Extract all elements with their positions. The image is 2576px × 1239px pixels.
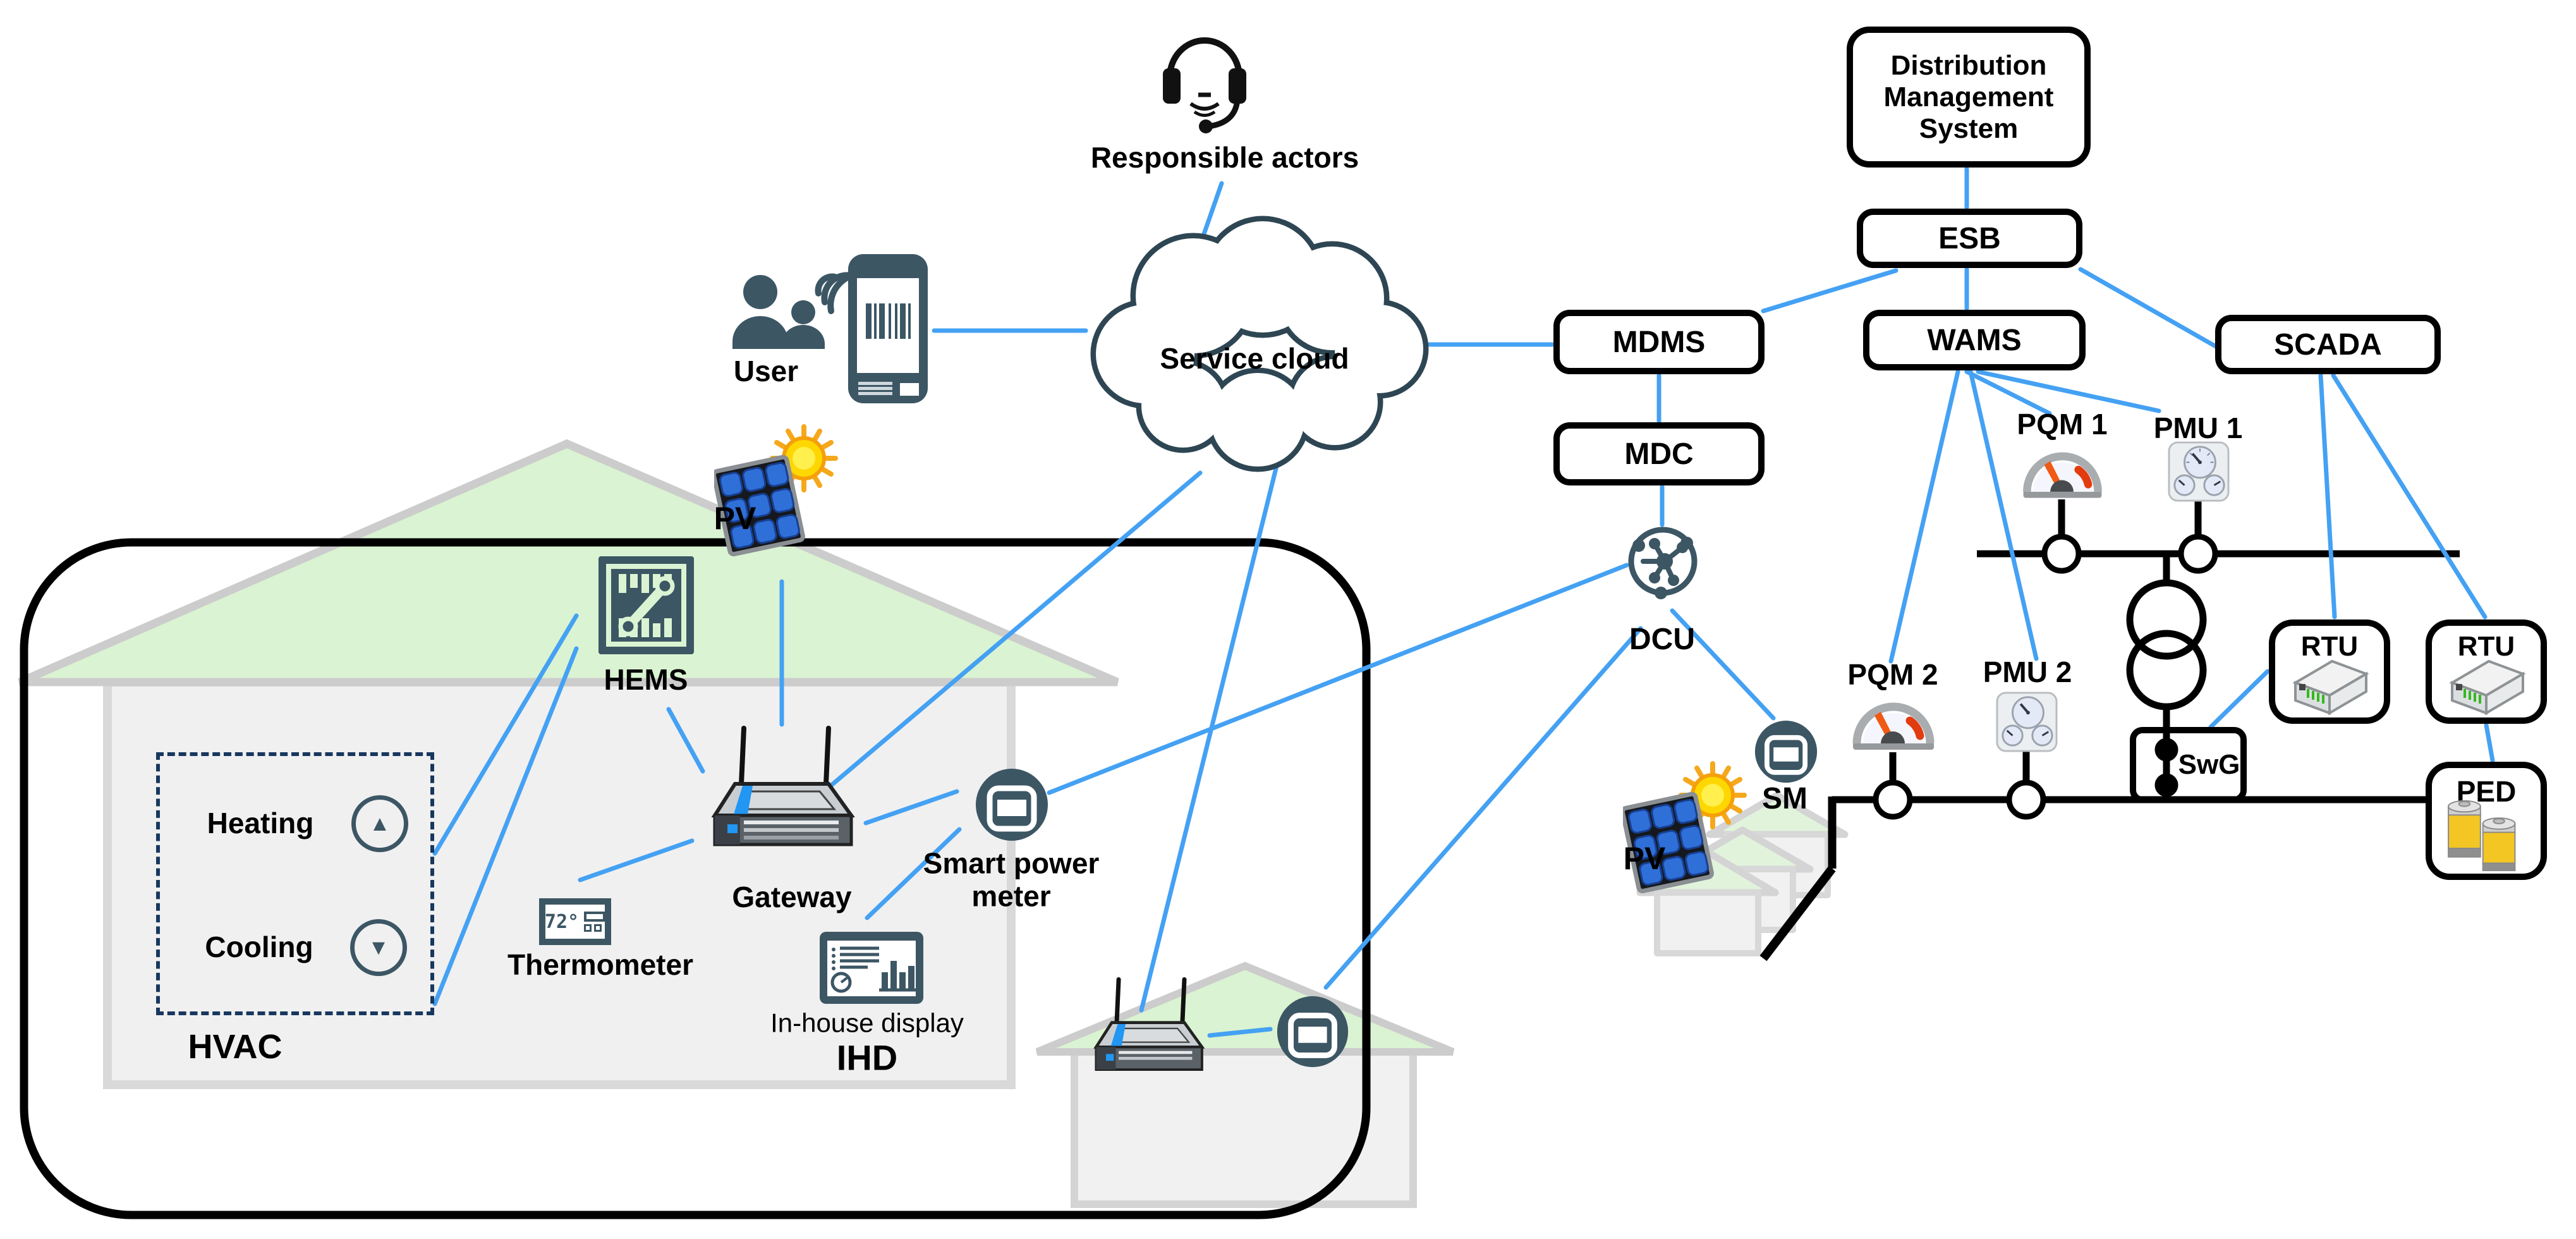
thermometer-label: Thermometer	[507, 948, 693, 982]
sun-icon	[770, 424, 838, 492]
gateway-label: Gateway	[732, 881, 852, 914]
mdc-box: MDC	[1553, 422, 1765, 485]
rtu-right-box: RTU	[2426, 620, 2547, 724]
pv-neighborhood-label: PV	[1623, 841, 1666, 876]
main-house	[18, 439, 1119, 1089]
headset-icon	[1163, 37, 1246, 133]
dcu-icon	[1628, 527, 1698, 599]
heating-label: Heating	[207, 807, 314, 840]
swg-box: SwG	[2130, 727, 2247, 803]
pv-panel-icon-neighborhood	[1623, 761, 1747, 893]
user-icon	[732, 271, 871, 349]
link-gateway-spm	[863, 789, 959, 826]
down-arrow-icon: ▼	[368, 935, 389, 960]
bus-tap-circle	[2178, 534, 2218, 574]
rtu-device-icon-left	[2292, 659, 2369, 716]
transformer-icon	[2126, 579, 2207, 660]
home-pv-label: PV	[714, 501, 756, 536]
ihd-label: IHD	[836, 1037, 898, 1078]
phone-icon	[848, 254, 928, 403]
up-arrow-icon: ▲	[369, 811, 391, 836]
ihd-caption-label: In-house display	[770, 1008, 964, 1038]
link-hvac-hems-1	[432, 613, 579, 856]
router-icon	[711, 726, 855, 846]
link-esb-scada	[2078, 267, 2218, 349]
link-cloud-gateway	[777, 470, 1203, 832]
swg-junction-dot	[2154, 738, 2178, 762]
bus-tap-circle	[2041, 534, 2082, 574]
wams-box: WAMS	[1863, 310, 2086, 370]
user-label: User	[733, 355, 799, 388]
pmu2-label: PMU 2	[1983, 656, 2072, 689]
service-cloud-label: Service cloud	[1160, 342, 1349, 375]
hvac-panel	[156, 752, 434, 1015]
link-rtu-swg	[2208, 669, 2270, 729]
hems-label: HEMS	[604, 663, 688, 697]
link-scada-rtu-left	[2318, 373, 2337, 620]
battery-icon	[2448, 800, 2516, 872]
link-cloud-smallgateway	[1139, 463, 1279, 1013]
hvac-label: HVAC	[188, 1027, 283, 1066]
cooling-down-button[interactable]: ▼	[350, 919, 407, 976]
link-dcu-sm	[1670, 608, 1776, 721]
swg-junction-dot	[2154, 773, 2178, 797]
transformer-icon	[2126, 630, 2207, 711]
rtu-device-icon-right	[2449, 659, 2526, 716]
cloud-shape	[1090, 216, 1429, 472]
smart-power-meter-label: Smart power meter	[923, 846, 1100, 912]
responsible-actors-label: Responsible actors	[1090, 141, 1359, 174]
smart-meter-icon-sm	[1754, 721, 1818, 783]
sm-label: SM	[1762, 782, 1807, 816]
scada-box: SCADA	[2215, 315, 2441, 374]
link-hems-gateway	[666, 707, 705, 774]
home-area-container	[20, 538, 1371, 1219]
thermostat-reading: 72°	[544, 910, 580, 933]
link-scada-rtu-right	[2331, 373, 2488, 620]
link-ihd-spm	[865, 827, 962, 920]
ihd-icon	[820, 932, 923, 1004]
bus-tap-circle	[1873, 779, 1913, 820]
thermostat-display-widgets	[584, 912, 606, 932]
link-wams-pqm1	[1964, 369, 2052, 416]
cooling-label: Cooling	[205, 931, 313, 964]
link-wams-pmu1	[1976, 369, 2161, 413]
smart-meter-icon-smallhouse	[1277, 996, 1349, 1068]
smart-meter-icon	[976, 769, 1048, 841]
thermostat-icon: 72°	[539, 898, 611, 945]
link-wams-pqm2	[1888, 369, 1960, 664]
pmu-icon-1	[2168, 441, 2230, 502]
hems-icon	[598, 556, 694, 654]
link-wams-pmu2	[1968, 369, 2039, 661]
barcode-icon	[866, 303, 911, 339]
link-rtu-ped	[2484, 723, 2495, 763]
link-gateway-thermometer	[578, 838, 695, 882]
pmu1-label: PMU 1	[2153, 412, 2243, 445]
pqm1-label: PQM 1	[2017, 408, 2108, 441]
dcu-label: DCU	[1629, 623, 1695, 657]
link-mdms-esb	[1761, 268, 1899, 314]
dms-box: Distribution Management System	[1847, 27, 2091, 168]
gauge-icon-pqm2	[1852, 702, 1935, 750]
bus-drop-diagonal	[1759, 865, 1836, 961]
house-roof	[18, 439, 1119, 687]
small-house-body	[1071, 1048, 1417, 1208]
pqm2-label: PQM 2	[1847, 658, 1938, 692]
pmu-icon-2	[1996, 692, 2058, 752]
link-spm-dcu	[1047, 563, 1629, 795]
router-icon-small	[1093, 977, 1205, 1071]
link-dcu-small-sm	[1323, 626, 1643, 990]
bus-tap-circle	[2006, 779, 2046, 820]
mdms-box: MDMS	[1553, 310, 1765, 374]
pv-panel-icon	[714, 424, 838, 556]
link-smallgateway-sm	[1207, 1027, 1273, 1038]
gauge-icon-pqm1	[2023, 452, 2102, 498]
link-hvac-hems-2	[432, 646, 579, 1006]
connectors	[432, 166, 2495, 1038]
heating-up-button[interactable]: ▲	[351, 795, 408, 852]
esb-box: ESB	[1857, 209, 2082, 268]
grid-lines	[1759, 499, 2460, 961]
